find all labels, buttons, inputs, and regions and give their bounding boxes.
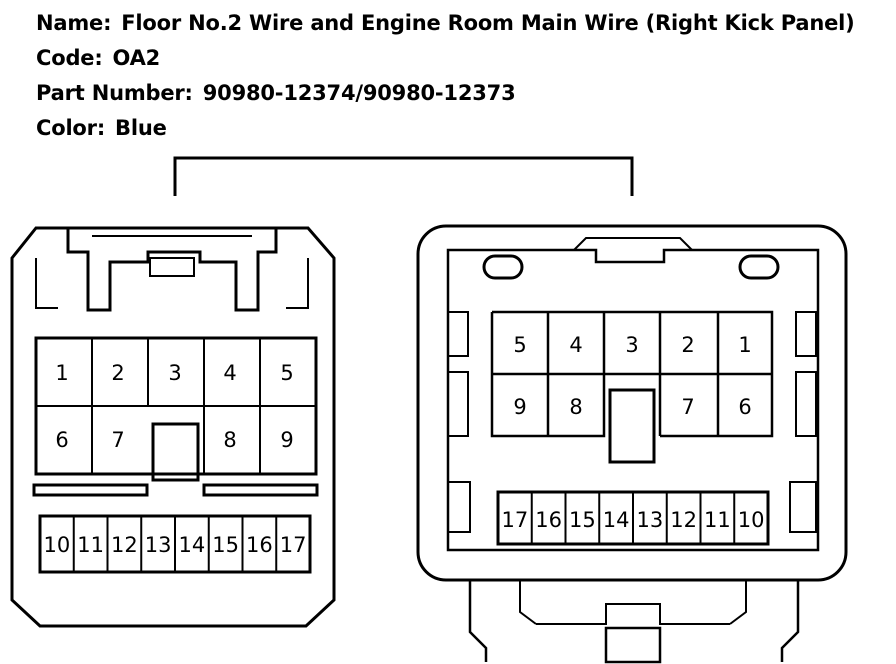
left-pin-3: 3 bbox=[168, 361, 181, 385]
right-side-slot-l3 bbox=[447, 481, 471, 533]
right-bottom-lock-tab bbox=[604, 626, 662, 664]
right-side-slot-r3 bbox=[789, 481, 817, 533]
left-pin-10: 10 bbox=[44, 533, 71, 557]
left-latch-tab bbox=[149, 257, 195, 277]
right-connector-housing bbox=[416, 224, 848, 582]
left-pin-13: 13 bbox=[145, 533, 172, 557]
part-number-label: Part Number: bbox=[36, 81, 193, 105]
code-value: OA2 bbox=[112, 46, 161, 70]
connector-info-header: Name: Floor No.2 Wire and Engine Room Mai… bbox=[36, 6, 855, 146]
code-label: Code: bbox=[36, 46, 103, 70]
right-pin-12: 12 bbox=[670, 508, 697, 532]
right-pin-6: 6 bbox=[738, 395, 751, 419]
right-pin-9: 9 bbox=[513, 395, 526, 419]
right-pin-17: 17 bbox=[502, 508, 529, 532]
right-side-slot-r1 bbox=[795, 311, 817, 357]
part-number-value: 90980-12374/90980-12373 bbox=[202, 81, 516, 105]
right-pin-3: 3 bbox=[625, 333, 638, 357]
right-upper-cells bbox=[490, 310, 774, 438]
left-pin-16: 16 bbox=[246, 533, 273, 557]
right-pin-14: 14 bbox=[603, 508, 630, 532]
color-label: Color: bbox=[36, 116, 106, 140]
left-pin-4: 4 bbox=[223, 361, 236, 385]
right-pin-13: 13 bbox=[637, 508, 664, 532]
connector-pair-bracket bbox=[173, 156, 634, 196]
right-pin-1: 1 bbox=[738, 333, 751, 357]
right-top-latch bbox=[573, 237, 693, 251]
right-side-slot-l1 bbox=[447, 311, 469, 357]
left-side-rail-l bbox=[35, 258, 58, 309]
right-bottom-lock-sides bbox=[468, 580, 800, 662]
right-mount-hole-l bbox=[482, 254, 524, 280]
left-separator-bar-l bbox=[32, 483, 149, 497]
name-row: Name: Floor No.2 Wire and Engine Room Mai… bbox=[36, 6, 855, 41]
right-pin-7: 7 bbox=[681, 395, 694, 419]
left-pin-6: 6 bbox=[55, 428, 68, 452]
left-pin-11: 11 bbox=[77, 533, 104, 557]
left-connector-latch bbox=[66, 228, 278, 312]
left-center-key bbox=[151, 422, 200, 482]
right-connector-inner-frame bbox=[446, 248, 820, 552]
left-pin-2: 2 bbox=[111, 361, 124, 385]
left-pin-5: 5 bbox=[280, 361, 293, 385]
right-pin-16: 16 bbox=[535, 508, 562, 532]
right-side-slot-l2 bbox=[447, 371, 469, 437]
left-pin-17: 17 bbox=[280, 533, 307, 557]
part-number-row: Part Number: 90980-12374/90980-12373 bbox=[36, 76, 855, 111]
color-value: Blue bbox=[115, 116, 167, 140]
left-pin-12: 12 bbox=[111, 533, 138, 557]
right-mount-hole-r bbox=[738, 254, 780, 280]
right-pin-10: 10 bbox=[738, 508, 765, 532]
name-label: Name: bbox=[36, 11, 112, 35]
right-pin-11: 11 bbox=[704, 508, 731, 532]
name-value: Floor No.2 Wire and Engine Room Main Wir… bbox=[121, 11, 855, 35]
left-pin-9: 9 bbox=[280, 428, 293, 452]
left-pin-1: 1 bbox=[55, 361, 68, 385]
left-pin-7: 7 bbox=[111, 428, 124, 452]
left-pin-14: 14 bbox=[179, 533, 206, 557]
code-row: Code: OA2 bbox=[36, 41, 855, 76]
right-bottom-lock-inner bbox=[519, 580, 747, 625]
left-upper-cells bbox=[36, 338, 316, 474]
left-separator-bar-r bbox=[202, 483, 319, 497]
left-side-rail-r bbox=[286, 258, 309, 309]
left-pin-8: 8 bbox=[223, 428, 236, 452]
right-pin-5: 5 bbox=[513, 333, 526, 357]
right-center-key bbox=[608, 388, 656, 464]
left-pin-15: 15 bbox=[212, 533, 239, 557]
right-pin-2: 2 bbox=[681, 333, 694, 357]
right-pin-15: 15 bbox=[569, 508, 596, 532]
right-pin-4: 4 bbox=[569, 333, 582, 357]
right-pin-8: 8 bbox=[569, 395, 582, 419]
left-connector-housing bbox=[10, 226, 336, 628]
right-side-slot-r2 bbox=[795, 371, 817, 437]
color-row: Color: Blue bbox=[36, 111, 855, 146]
